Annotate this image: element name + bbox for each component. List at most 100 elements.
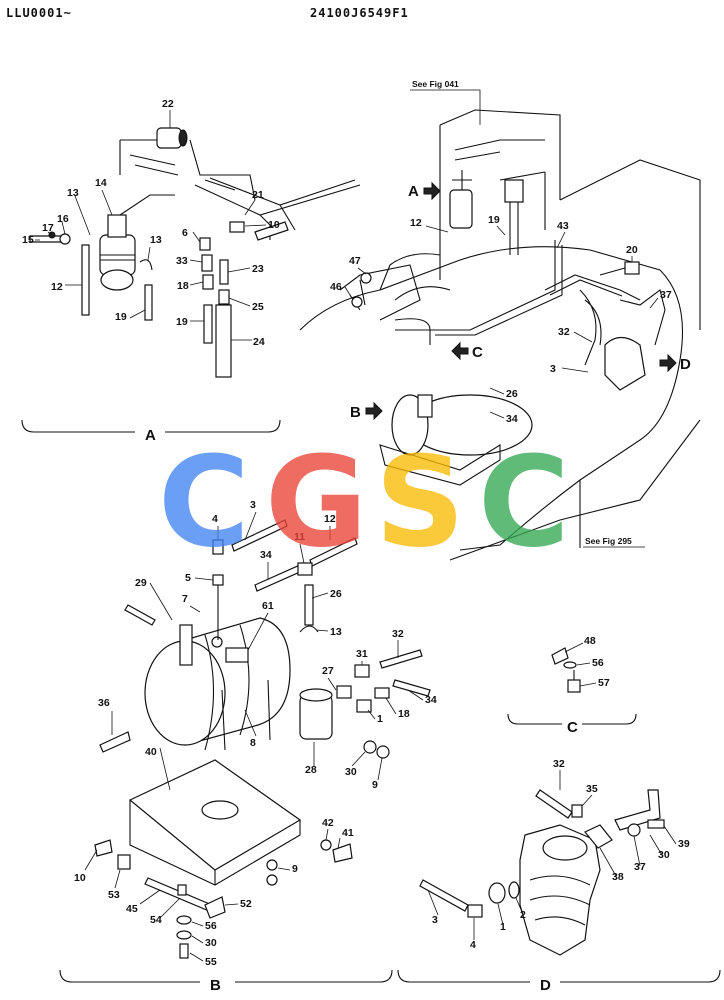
part-53-fitting [117, 854, 131, 870]
detail-c-leader-lines [564, 642, 597, 687]
callout: 35 [586, 783, 598, 795]
detail-d-leader-lines [427, 770, 677, 940]
callout: 29 [135, 577, 147, 589]
callout: 1 [377, 713, 383, 725]
callout: 34 [425, 694, 437, 706]
callout: 7 [182, 593, 188, 605]
callout: 53 [108, 889, 120, 901]
engine-lower-outline [449, 419, 701, 561]
part-57-bolt [567, 679, 581, 693]
callout: 22 [162, 98, 174, 110]
callout: 3 [550, 363, 556, 375]
housing-ribs [529, 875, 591, 926]
engine-upper-outline [439, 109, 701, 330]
part-1-fitting [488, 882, 506, 904]
callout: 30 [205, 937, 217, 949]
callout: 27 [322, 665, 334, 677]
arrow-b [365, 401, 383, 421]
part-18-fitting [374, 687, 390, 699]
part-3-pipe [419, 879, 469, 912]
engine-ribs [454, 139, 546, 230]
callout: 12 [324, 513, 336, 525]
part-14-rings [100, 254, 135, 261]
watermark-letter-s: S [375, 430, 465, 575]
callout: 4 [212, 513, 218, 525]
part-18-fitting [202, 274, 214, 290]
view-letter-b: B [350, 404, 361, 421]
part-48-pipe-end [551, 647, 569, 665]
callout: 15 [22, 234, 34, 246]
watermark-letter-g: G [265, 430, 368, 575]
part-24-hose [215, 304, 232, 378]
part-16-washer [59, 233, 71, 245]
part-26-hose [304, 584, 314, 626]
part-9c-nut [266, 874, 278, 886]
engine-tank-valve [417, 394, 433, 418]
callout: 26 [506, 388, 518, 400]
callout: 54 [150, 914, 162, 926]
watermark-letter-c: C [158, 430, 250, 575]
part-41-bolt [332, 843, 353, 863]
callout: 31 [356, 648, 368, 660]
part-29-bolt [124, 604, 156, 626]
part-56-seal [563, 661, 577, 669]
arrow-c [451, 341, 469, 361]
callout: 24 [253, 336, 265, 348]
part-27-fitting [336, 685, 352, 699]
view-letter-c: C [472, 344, 483, 361]
detail-c-bracket [507, 713, 637, 725]
part-9b-nut [266, 859, 278, 871]
part-61-label [225, 647, 249, 663]
callout: 55 [205, 956, 217, 968]
callout: 11 [294, 531, 305, 543]
part-5-nut [212, 574, 224, 586]
detail-b: B [59, 519, 431, 994]
ref-fig-top: See Fig 041 [412, 79, 459, 89]
engine-pump-head [452, 170, 472, 190]
part-12-hose [81, 244, 90, 316]
engine-pump [449, 189, 473, 229]
callout: 14 [95, 177, 107, 189]
callout: 42 [322, 817, 334, 829]
part-9-nut [376, 745, 390, 759]
part-1-fitting [356, 699, 372, 713]
part-25-clamp [218, 289, 230, 305]
part-6-nut [199, 237, 211, 251]
part-40-hole [201, 800, 239, 820]
part-56-seal [176, 915, 192, 925]
ref-fig-bottom: See Fig 295 [585, 536, 632, 546]
fuel-pipe-main [430, 240, 563, 336]
callout: 34 [260, 549, 272, 561]
detail-d-bracket [397, 969, 721, 983]
part-33-fitting [201, 254, 213, 272]
ref-fig-top-line [410, 89, 481, 125]
watermark-letter-c2: C [478, 430, 570, 575]
part-31-fitting [354, 664, 370, 678]
bracket-outline [119, 139, 256, 201]
detail-c-letter: C [567, 719, 578, 736]
callout: 20 [626, 244, 638, 256]
callout: 17 [42, 222, 54, 234]
fuel-pipe-32 [579, 289, 602, 366]
part-20-strap [599, 267, 626, 276]
part-35-fitting [571, 804, 583, 818]
part-55-bolt [179, 943, 189, 959]
engine-turbo [339, 264, 421, 321]
callout: 39 [678, 838, 690, 850]
callout: 1 [500, 921, 506, 933]
callout: 3 [432, 914, 438, 926]
detail-a-leader-lines [35, 110, 267, 341]
callout: 3 [250, 499, 256, 511]
detail-a-letter: A [145, 427, 156, 444]
engine-callouts: 12 19 43 20 47 46 37 32 3 26 34 [330, 214, 672, 425]
callout: 34 [506, 413, 518, 425]
part-32-pipe [379, 649, 423, 669]
callout: 10 [268, 219, 280, 231]
part-8-strap-legs [221, 679, 271, 751]
part-10-union [94, 839, 113, 857]
callout: 45 [126, 903, 138, 915]
watermark: C G S C [158, 430, 570, 575]
part-22-cap [178, 129, 188, 147]
callout: 25 [252, 301, 264, 313]
